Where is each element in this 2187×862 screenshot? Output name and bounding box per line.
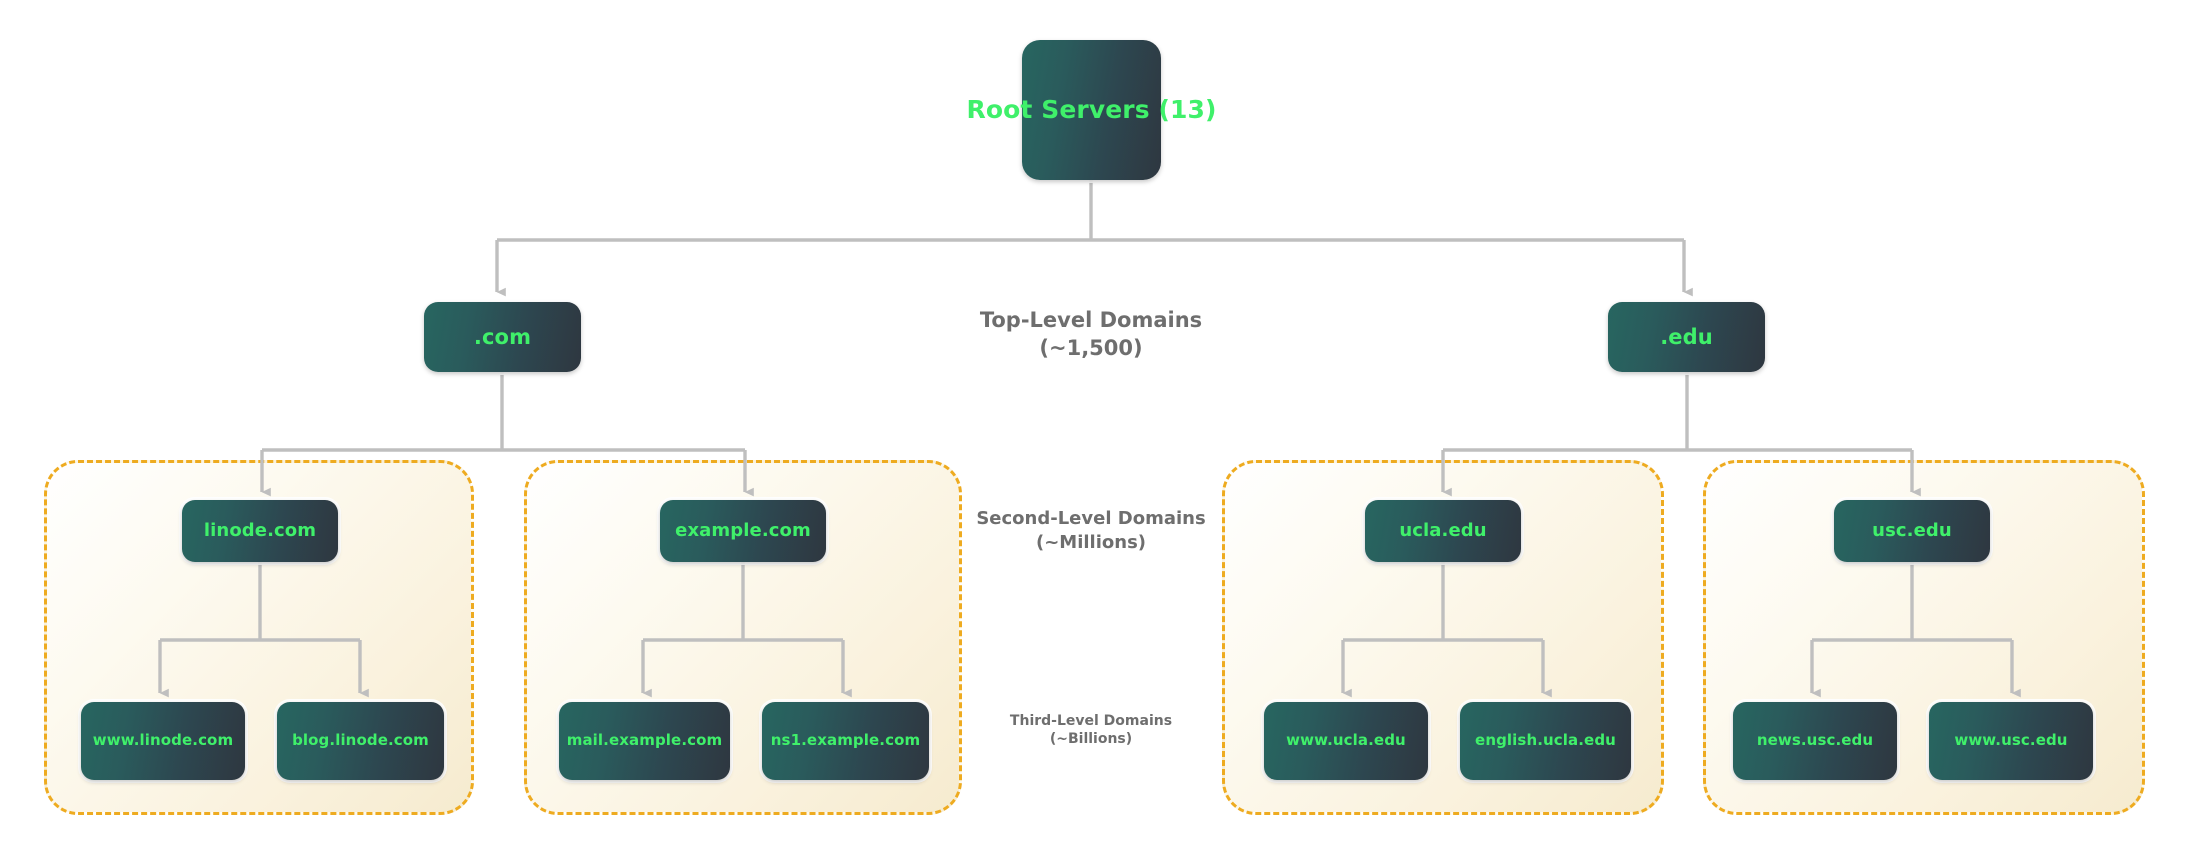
node-root-servers[interactable]: Root Servers (13) [966, 40, 1216, 180]
node-sld-usc-edu[interactable]: usc.edu [1834, 500, 1990, 562]
node-tld-edu[interactable]: .edu [1608, 302, 1765, 372]
node-third-www-usc-edu[interactable]: www.usc.edu [1929, 702, 2093, 780]
node-third-ns1-example-com[interactable]: ns1.example.com [762, 702, 929, 780]
node-tld-com[interactable]: .com [424, 302, 581, 372]
tier-label-third-level-domains: Third-Level Domains (~Billions) [1009, 713, 1173, 748]
node-sld-example-com[interactable]: example.com [660, 500, 826, 562]
node-third-news-usc-edu[interactable]: news.usc.edu [1733, 702, 1897, 780]
node-third-blog-linode-com[interactable]: blog.linode.com [277, 702, 444, 780]
node-third-www-linode-com[interactable]: www.linode.com [81, 702, 245, 780]
node-third-www-ucla-edu[interactable]: www.ucla.edu [1264, 702, 1428, 780]
node-third-english-ucla-edu[interactable]: english.ucla.edu [1460, 702, 1631, 780]
node-sld-linode-com[interactable]: linode.com [182, 500, 338, 562]
tier-label-top-level-domains: Top-Level Domains (~1,500) [979, 308, 1203, 360]
node-third-mail-example-com[interactable]: mail.example.com [559, 702, 730, 780]
tier-label-second-level-domains: Second-Level Domains (~Millions) [976, 508, 1206, 553]
node-sld-ucla-edu[interactable]: ucla.edu [1365, 500, 1521, 562]
